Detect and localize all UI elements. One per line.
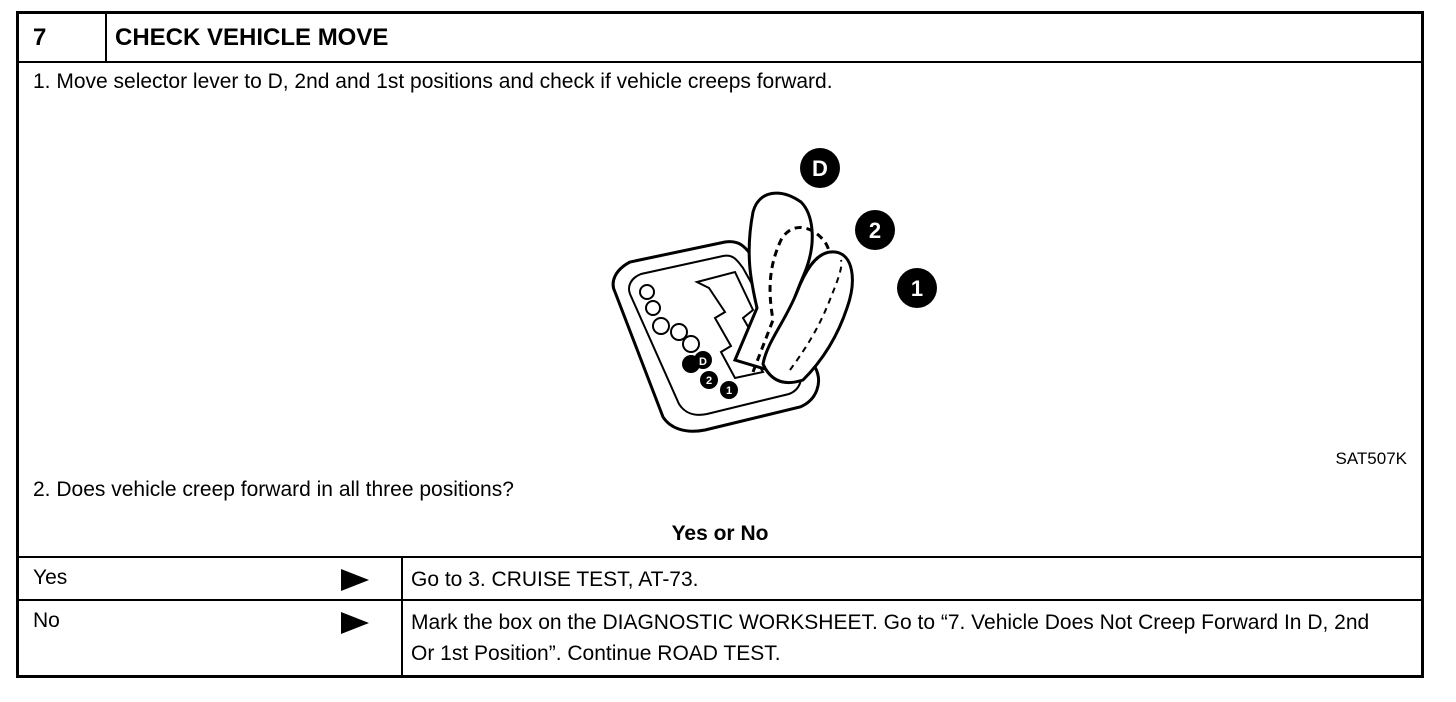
callout-d: D bbox=[812, 156, 828, 181]
callout-1: 1 bbox=[911, 276, 923, 301]
column-divider bbox=[401, 601, 403, 677]
action-yes: Go to 3. CRUISE TEST, AT-73. bbox=[411, 568, 699, 591]
callout-2: 2 bbox=[869, 218, 881, 243]
answer-yes: Yes bbox=[33, 566, 68, 589]
arrow-right-icon bbox=[341, 569, 369, 591]
procedure-title: CHECK VEHICLE MOVE bbox=[115, 24, 389, 51]
answer-no: No bbox=[33, 609, 60, 632]
instruction-step-1: 1. Move selector lever to D, 2nd and 1st… bbox=[33, 70, 833, 93]
arrow-right-icon bbox=[341, 612, 369, 634]
diagnostic-procedure-table: 7 CHECK VEHICLE MOVE 1. Move selector le… bbox=[16, 11, 1424, 678]
result-row-yes: Yes Go to 3. CRUISE TEST, AT-73. bbox=[19, 556, 1421, 601]
procedure-header: 7 CHECK VEHICLE MOVE bbox=[19, 14, 1421, 63]
instruction-step-2: 2. Does vehicle creep forward in all thr… bbox=[33, 478, 514, 501]
result-row-no: No Mark the box on the DIAGNOSTIC WORKSH… bbox=[19, 599, 1421, 677]
yes-or-no-label: Yes or No bbox=[671, 522, 769, 545]
action-no: Mark the box on the DIAGNOSTIC WORKSHEET… bbox=[411, 611, 1370, 665]
column-divider bbox=[401, 558, 403, 601]
gate-label-d: D bbox=[699, 356, 707, 368]
shift-lever-illustration: D 2 1 D 2 1 bbox=[611, 148, 937, 433]
figure-code: SAT507K bbox=[1335, 449, 1407, 468]
gate-label-1: 1 bbox=[726, 385, 732, 397]
step-number: 7 bbox=[19, 14, 107, 61]
gate-label-2: 2 bbox=[706, 375, 712, 387]
